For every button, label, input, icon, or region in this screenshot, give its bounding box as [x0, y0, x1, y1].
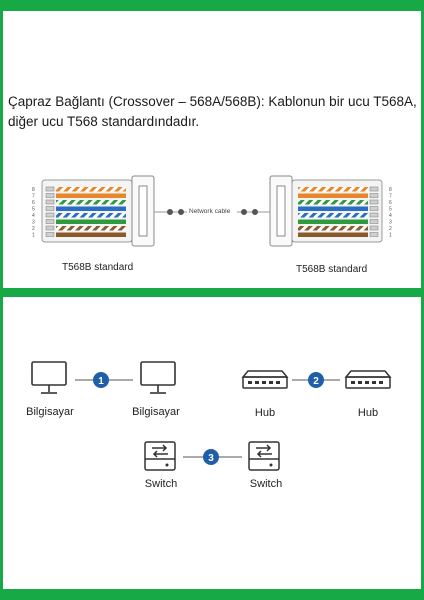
right-frame-border — [421, 0, 424, 600]
switch-icon — [248, 441, 280, 471]
right-pin-number: 8 — [389, 187, 392, 193]
connection-badge-3: 3 — [203, 449, 219, 465]
switch-icon — [144, 441, 176, 471]
left-pin-number: 2 — [32, 226, 35, 232]
left-frame-border — [0, 0, 3, 600]
right-pin-number: 5 — [389, 207, 392, 213]
right-pin-number: 1 — [389, 233, 392, 239]
top-green-bar — [0, 0, 424, 11]
device-label: Bilgisayar — [132, 406, 180, 418]
connection-badge-2: 2 — [308, 372, 324, 388]
hub-icon — [241, 370, 289, 389]
hub-connection-row: 2 — [241, 370, 392, 389]
right-contact-pins — [369, 186, 379, 237]
left-rj45-connector — [41, 175, 155, 247]
hub-icon — [344, 370, 392, 389]
left-pin-number: 1 — [32, 233, 35, 239]
switch-connection-row: 3 — [144, 441, 280, 471]
left-pin-numbers: 8 7 6 5 4 3 2 1 — [32, 187, 35, 239]
computer-connection-row: 1 — [31, 361, 176, 394]
connection-badge-1: 1 — [93, 372, 109, 388]
left-pin-number: 6 — [32, 200, 35, 206]
device-label: Switch — [144, 478, 178, 490]
device-label: Hub — [357, 407, 379, 419]
heading-line-2: diğer ucu T568 standardındadır. — [8, 114, 200, 129]
left-pin-number: 4 — [32, 213, 35, 219]
right-pin-numbers: 8 7 6 5 4 3 2 1 — [389, 187, 392, 239]
right-rj45-connector — [269, 175, 383, 247]
badge-number: 2 — [313, 376, 319, 387]
left-pin-number: 8 — [32, 187, 35, 193]
badge-number: 1 — [98, 376, 104, 387]
crossover-heading: Çapraz Bağlantı (Crossover – 568A/568B):… — [8, 92, 418, 132]
right-pin-number: 2 — [389, 226, 392, 232]
badge-number: 3 — [208, 453, 214, 464]
network-cable-link — [154, 205, 270, 219]
device-label: Bilgisayar — [26, 406, 74, 418]
right-pin-number: 4 — [389, 213, 392, 219]
device-label: Switch — [249, 478, 283, 490]
left-pin-number: 5 — [32, 207, 35, 213]
monitor-icon — [140, 361, 176, 394]
right-wire-bundle — [298, 187, 368, 237]
left-wire-bundle — [56, 187, 126, 237]
device-label: Hub — [254, 407, 276, 419]
bottom-green-bar — [0, 589, 424, 600]
right-pin-number: 6 — [389, 200, 392, 206]
network-cable-label: Network cable — [189, 208, 231, 215]
right-connector-label: T568B standard — [296, 264, 368, 275]
left-connector-label: T568B standard — [62, 262, 134, 273]
monitor-icon — [31, 361, 67, 394]
right-pin-number: 3 — [389, 220, 392, 226]
middle-green-divider — [0, 288, 424, 297]
left-contact-pins — [45, 186, 55, 237]
left-pin-number: 7 — [32, 194, 35, 200]
left-pin-number: 3 — [32, 220, 35, 226]
right-pin-number: 7 — [389, 194, 392, 200]
heading-line-1: Çapraz Bağlantı (Crossover – 568A/568B):… — [8, 94, 417, 109]
